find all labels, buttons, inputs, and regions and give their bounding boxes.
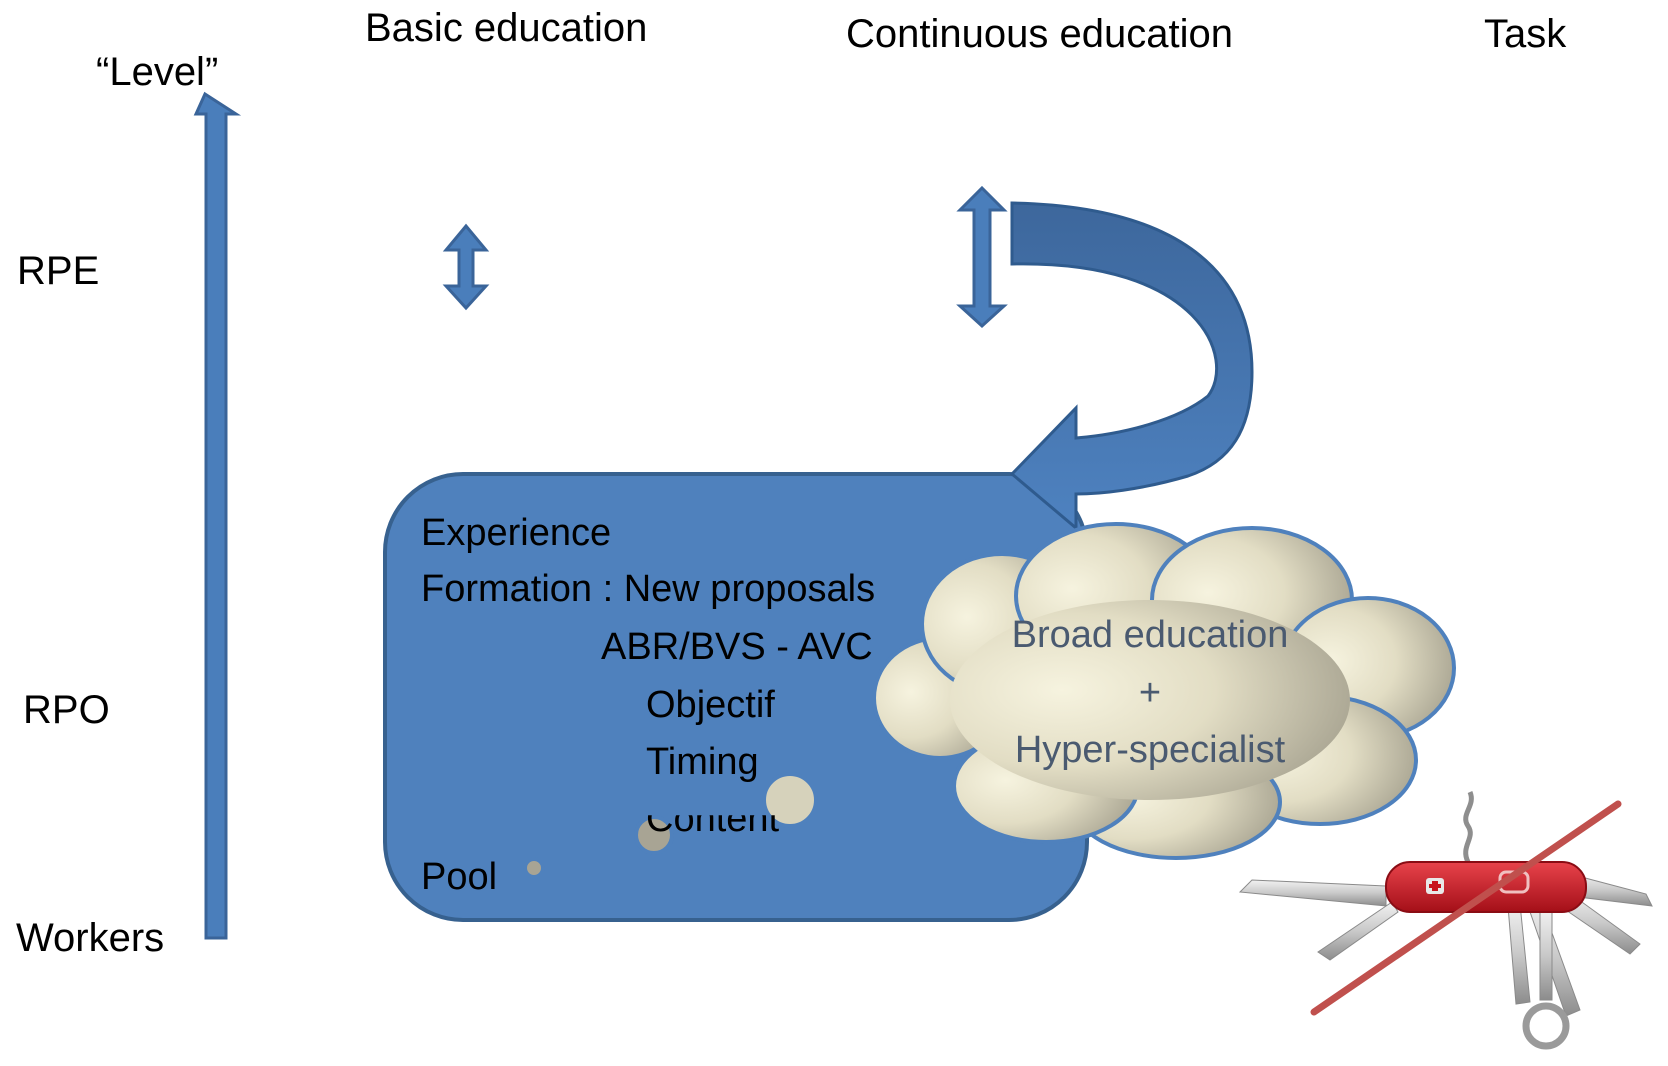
box-line-abr-bvs-avc: ABR/BVS - AVC <box>601 626 873 668</box>
box-line-formation: Formation : New proposals <box>421 568 876 610</box>
axis-title: “Level” <box>96 50 219 94</box>
curved-feedback-arrow <box>1009 201 1254 532</box>
continuous-double-arrow-icon <box>956 185 1008 329</box>
cloud-line-plus: + <box>1138 672 1162 714</box>
box-line-content: Content <box>646 798 780 840</box>
box-line-experience: Experience <box>421 512 612 554</box>
box-line-pool: Pool <box>421 856 498 898</box>
level-axis-arrow <box>193 91 242 940</box>
level-workers: Workers <box>16 916 165 960</box>
header-task: Task <box>1484 12 1567 56</box>
basic-double-arrow-icon <box>442 223 490 311</box>
swiss-army-knife-icon <box>1238 791 1653 1050</box>
strike-through-line <box>1310 800 1622 1016</box>
cloud-line-broad-education: Broad education <box>1011 614 1289 656</box>
thought-cloud <box>523 522 1456 879</box>
header-basic-education: Basic education <box>365 6 648 50</box>
box-line-objectif: Objectif <box>646 684 775 726</box>
level-rpo: RPO <box>23 688 110 732</box>
box-line-timing: Timing <box>646 741 759 783</box>
header-continuous-education: Continuous education <box>846 12 1233 56</box>
level-rpe: RPE <box>17 249 100 293</box>
cloud-line-hyper-specialist: Hyper-specialist <box>1014 729 1286 771</box>
